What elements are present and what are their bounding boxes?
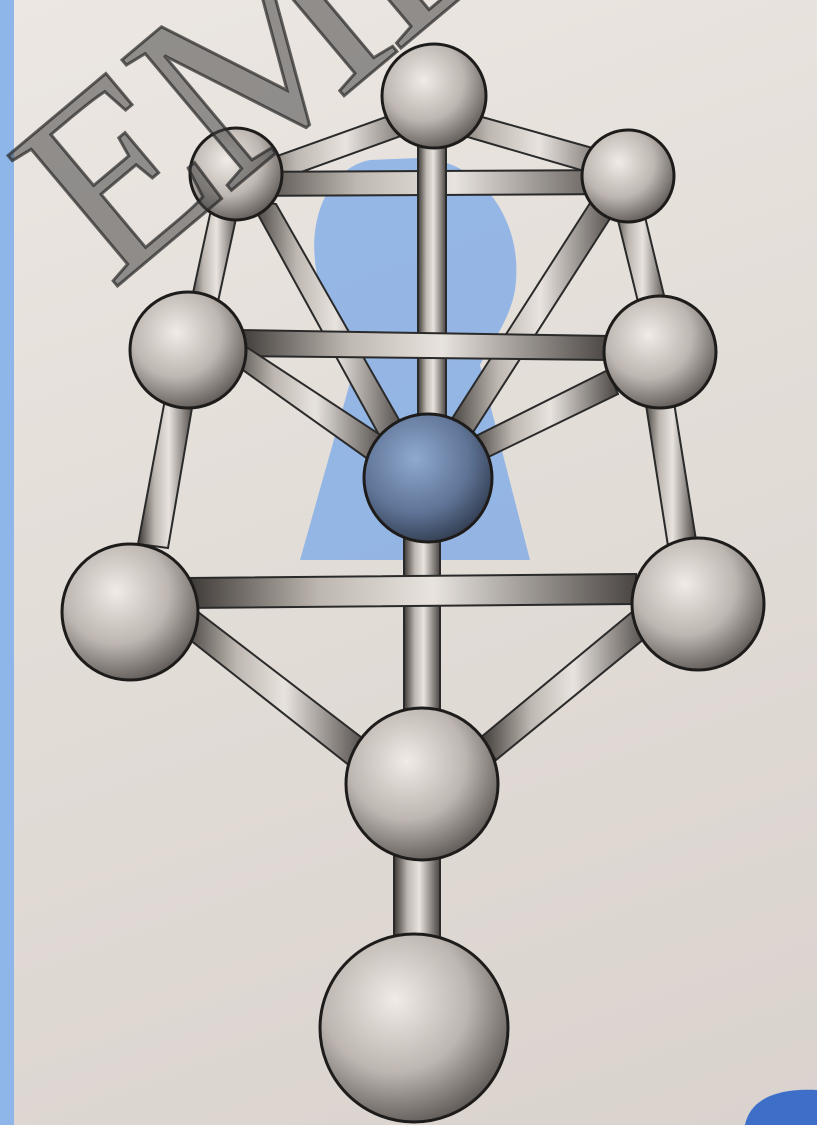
sphere-netzach (62, 544, 198, 680)
sphere-yesod (346, 708, 498, 860)
corner-blue-arc (745, 1090, 817, 1125)
sphere-geburah (604, 296, 716, 408)
sphere-binah (582, 130, 674, 222)
sphere-malkuth (320, 934, 508, 1122)
sphere-hod (632, 538, 764, 670)
sphere-tiphareth (364, 414, 492, 542)
